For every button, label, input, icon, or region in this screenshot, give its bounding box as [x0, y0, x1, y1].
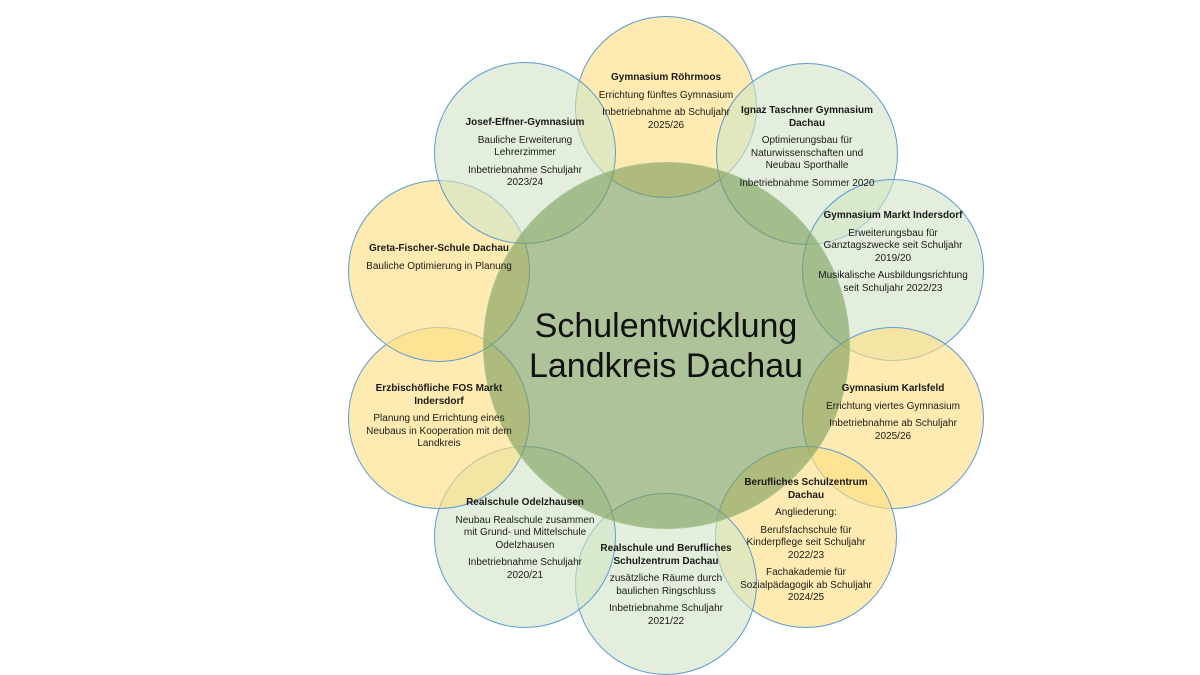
school-title: Erzbischöfliche FOS Markt Indersdorf — [375, 383, 503, 407]
school-detail: Inbetriebnahme ab Schuljahr 2025/26 — [602, 107, 730, 131]
school-detail: Inbetriebnahme Schuljahr 2020/21 — [468, 557, 582, 581]
school-title: Ignaz Taschner Gymnasium Dachau — [740, 105, 874, 129]
school-title: Gymnasium Röhrmoos — [610, 72, 722, 83]
school-detail: Bauliche Erweiterung Lehrerzimmer — [477, 134, 573, 159]
school-detail: Erweiterungsbau für Ganztagszwecke seit … — [823, 227, 963, 264]
school-title: Gymnasium Markt Indersdorf — [823, 210, 963, 221]
school-title: Berufliches Schulzentrum Dachau — [744, 477, 868, 501]
school-title: Josef-Effner-Gymnasium — [465, 117, 585, 128]
school-detail: Berufsfachschule für Kinderpflege seit S… — [746, 524, 866, 561]
diagram-title: Schulentwicklung Landkreis Dachau — [529, 306, 803, 386]
school-detail: Errichtung viertes Gymnasium — [826, 400, 960, 412]
school-detail: Inbetriebnahme Sommer 2020 — [739, 177, 875, 189]
school-title: Realschule und Berufliches Schulzentrum … — [600, 543, 732, 567]
school-detail: Inbetriebnahme ab Schuljahr 2025/26 — [829, 418, 957, 442]
school-detail: zusätzliche Räume durch baulichen Ringsc… — [609, 573, 723, 597]
school-title: Realschule Odelzhausen — [466, 497, 584, 508]
school-detail: Inbetriebnahme Schuljahr 2021/22 — [609, 603, 723, 627]
school-detail: Errichtung fünftes Gymnasium — [598, 89, 734, 101]
school-detail: Bauliche Optimierung in Planung — [366, 260, 512, 272]
title-line-2: Landkreis Dachau — [528, 347, 804, 385]
school-detail: Optimierungsbau für Naturwissenschaften … — [750, 135, 864, 171]
title-line-1: Schulentwicklung — [534, 307, 798, 345]
school-title: Gymnasium Karlsfeld — [841, 383, 945, 394]
school-title: Greta-Fischer-Schule Dachau — [368, 243, 510, 254]
school-label: Realschule und Berufliches Schulzentrum … — [591, 543, 741, 633]
school-detail: Fachakademie für Sozialpädagogik ab Schu… — [740, 567, 872, 603]
school-detail: Planung und Errichtung eines Neubaus in … — [366, 413, 512, 449]
school-detail: Neubau Realschule zusammen mit Grund- un… — [455, 514, 595, 551]
center-circle — [483, 162, 850, 529]
school-detail: Angliederung: — [775, 507, 837, 518]
school-detail: Musikalische Ausbildungsrichtung seit Sc… — [818, 270, 968, 294]
school-detail: Inbetriebnahme Schuljahr 2023/24 — [468, 164, 582, 189]
